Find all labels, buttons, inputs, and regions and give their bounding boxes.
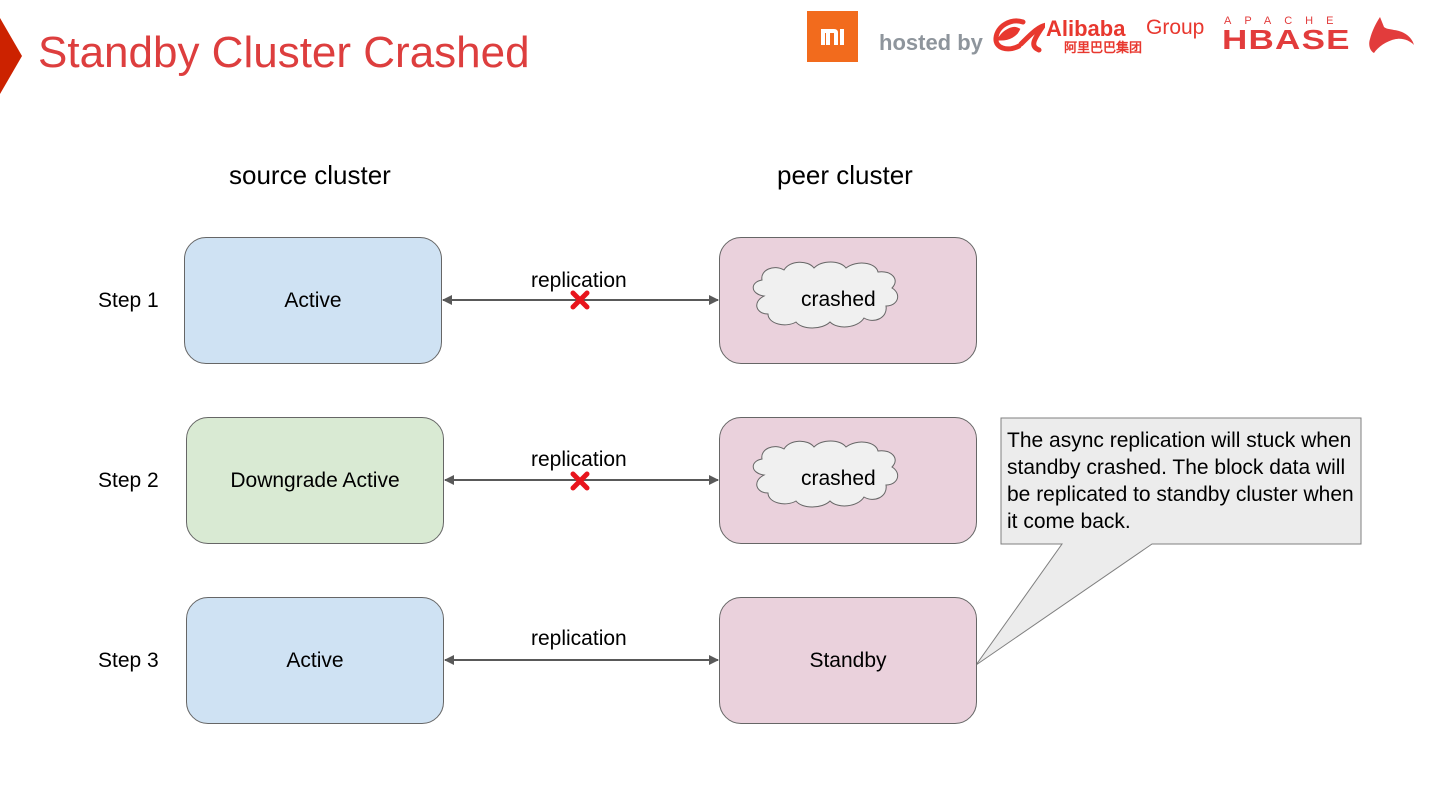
apache-label: APACHE [1224, 15, 1347, 27]
callout-bubble [975, 417, 1362, 666]
replication-label: replication [531, 627, 627, 650]
cluster-state-label: Active [286, 648, 344, 672]
slide-title: Standby Cluster Crashed [38, 28, 530, 77]
source-cluster-box-step-3: Active [186, 597, 444, 724]
red-x-icon [570, 290, 590, 310]
red-x-icon [570, 471, 590, 491]
source-cluster-box-step-1: Active [184, 237, 442, 364]
hbase-orca-icon [1369, 17, 1414, 53]
alibaba-logo-icon [993, 18, 1045, 53]
xiaomi-logo [807, 11, 858, 62]
source-cluster-header: source cluster [229, 160, 391, 190]
cluster-state-label: Downgrade Active [230, 468, 400, 492]
source-cluster-box-step-2: Downgrade Active [186, 417, 444, 544]
step-label: Step 2 [98, 469, 159, 492]
hbase-logo-text: HBASE [1222, 24, 1351, 55]
alibaba-chinese-label: 阿里巴巴集团 [1064, 40, 1143, 55]
crashed-label: crashed [801, 288, 876, 311]
hosted-by-label: hosted by [879, 30, 983, 55]
mi-logo-icon [820, 28, 844, 45]
replication-label: replication [531, 448, 627, 471]
peer-cluster-header: peer cluster [777, 160, 913, 190]
peer-cluster-box-step-3: Standby [719, 597, 977, 724]
alibaba-group-label: Group [1146, 16, 1205, 39]
step-label: Step 3 [98, 649, 159, 672]
crashed-label: crashed [801, 467, 876, 490]
alibaba-name: Alibaba [1046, 16, 1126, 41]
replication-label: replication [531, 269, 627, 292]
cluster-state-label: Active [284, 288, 342, 312]
cluster-state-label: Standby [809, 648, 887, 672]
step-label: Step 1 [98, 289, 159, 312]
title-chevron-decoration [0, 18, 22, 94]
callout-text: The async replication will stuck when st… [1007, 429, 1354, 533]
